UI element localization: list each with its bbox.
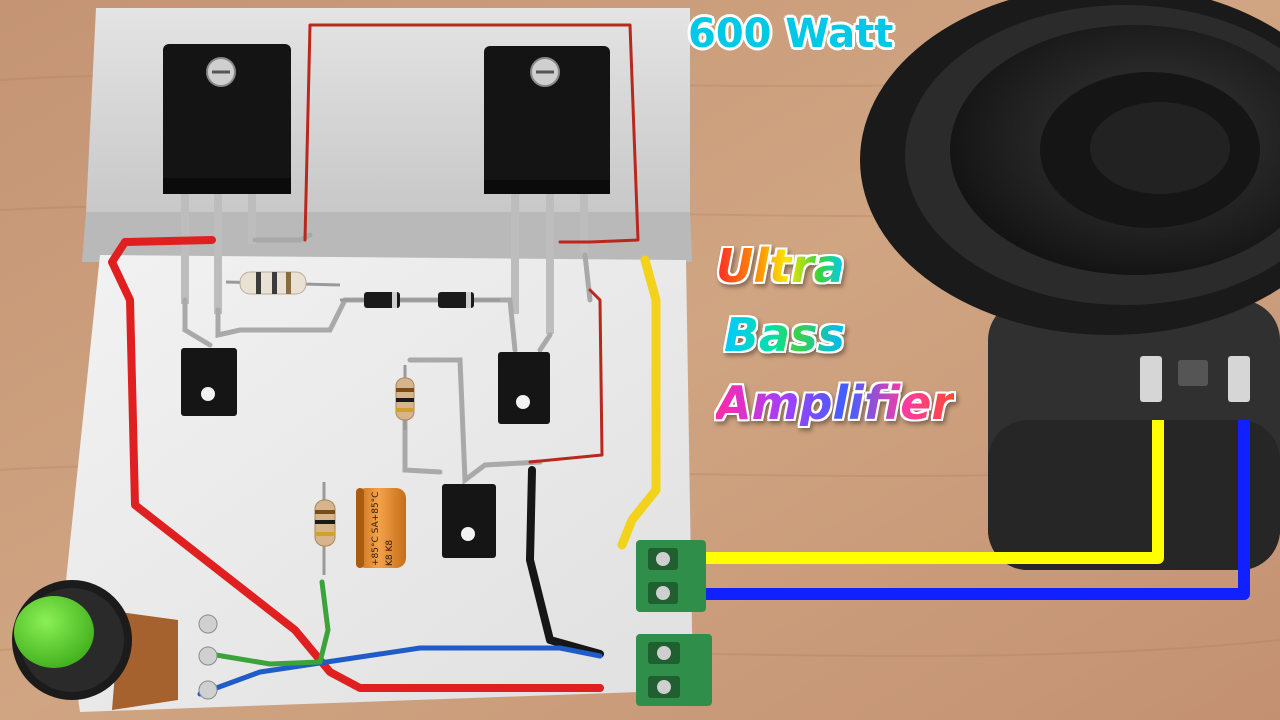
subwoofer-speaker <box>860 0 1280 570</box>
green-knob-icon <box>14 596 94 668</box>
yellow-speaker-line <box>706 420 1164 564</box>
resistor-top <box>225 271 341 295</box>
solder-traces <box>182 232 593 485</box>
diode-pair <box>340 292 500 308</box>
power-transistor-left <box>163 44 291 314</box>
electrolytic-capacitor: +85°C SA+85°C K8 K8 <box>356 488 406 568</box>
title-word-bass: Bass <box>724 308 845 362</box>
green-wire <box>207 579 331 667</box>
capacitor-label: +85°C SA+85°C <box>371 492 381 566</box>
terminal-block-speaker <box>636 540 706 612</box>
black-wire <box>526 466 604 658</box>
resistor-lower <box>314 482 336 575</box>
red-wire-right <box>528 288 604 464</box>
driver-transistor-bottom <box>442 484 496 558</box>
driver-transistor-right <box>498 352 550 424</box>
red-wire-top-loop <box>303 23 640 244</box>
blue-speaker-line <box>706 420 1250 600</box>
driver-transistor-left <box>181 348 237 416</box>
power-transistor-right <box>484 46 610 334</box>
power-rating-title: 600 Watt <box>688 11 894 57</box>
title-word-amplifier: Amplifier <box>716 376 955 430</box>
capacitor-label-secondary: K8 K8 <box>385 540 395 566</box>
terminal-block-power <box>636 634 712 706</box>
title-word-ultra: Ultra <box>716 239 845 293</box>
resistor-middle <box>395 365 415 430</box>
red-wire-left <box>108 236 604 692</box>
yellow-wire <box>617 255 661 550</box>
blue-wire <box>197 645 603 697</box>
